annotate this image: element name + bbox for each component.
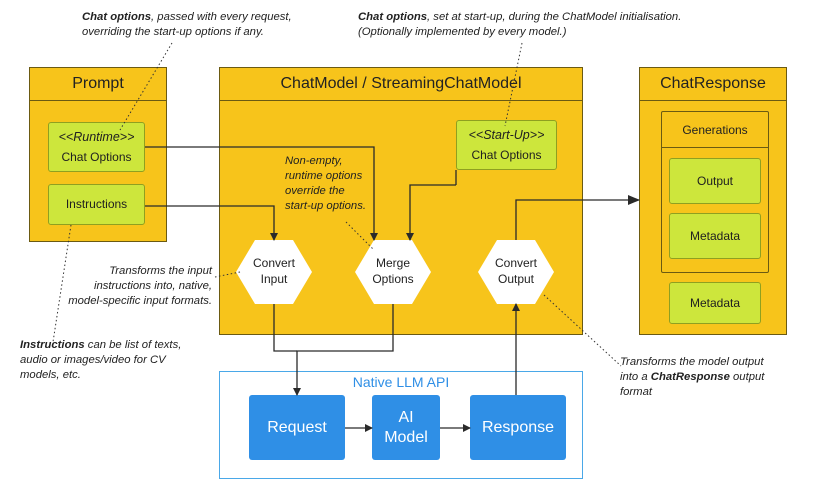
response-metadata-label: Metadata xyxy=(689,295,741,310)
runtime-stereotype: <<Runtime>> xyxy=(58,129,135,144)
startup-chat-options-label: Chat Options xyxy=(471,147,542,162)
startup-stereotype: <<Start-Up>> xyxy=(468,127,545,142)
note-top-left-line2: overriding the start-up options if any. xyxy=(82,25,264,38)
note-instructions: Instructions can be list of texts, audio… xyxy=(20,338,220,383)
convert-output-label: Convert Output xyxy=(478,240,554,304)
note-transforms-input-line-3: model-specific input formats. xyxy=(68,294,212,307)
note-top-right-line2: (Optionally implemented by every model.) xyxy=(358,25,567,38)
instructions-label: Instructions xyxy=(65,197,128,212)
note-override-line-2: runtime options xyxy=(285,169,363,182)
convert-input-label: Convert Input xyxy=(236,240,312,304)
note-transforms-output-pre: into a xyxy=(620,370,651,383)
note-transforms-output-line3: format xyxy=(620,385,653,398)
generation-metadata-label: Metadata xyxy=(689,228,741,243)
response-box: Response xyxy=(470,395,566,460)
note-transforms-input-line-2: instructions into, native, xyxy=(93,279,212,292)
ai-model-label-2: Model xyxy=(384,428,428,446)
request-label: Request xyxy=(267,418,327,436)
note-transforms-output-line1: Transforms the model output xyxy=(620,356,764,368)
prompt-title: Prompt xyxy=(30,68,166,101)
note-override: Non-empty, runtime options override the … xyxy=(285,154,385,214)
generation-metadata-box: Metadata xyxy=(669,213,761,259)
convert-input-line-1: Convert xyxy=(252,256,296,271)
generations-box: Generations xyxy=(661,111,769,273)
note-top-left-line1: , passed with every request, xyxy=(151,11,292,23)
output-label: Output xyxy=(696,173,734,188)
instructions-box: Instructions xyxy=(48,184,145,225)
chatmodel-title: ChatModel / StreamingChatModel xyxy=(220,68,582,101)
note-top-left: Chat options, passed with every request,… xyxy=(82,10,322,40)
note-instructions-line2: audio or images/video for CV xyxy=(20,353,166,366)
note-transforms-input: Transforms the input instructions into, … xyxy=(46,264,212,309)
note-top-right: Chat options, set at start-up, during th… xyxy=(358,10,718,40)
convert-output-line-1: Convert xyxy=(494,256,538,271)
note-top-left-bold: Chat options xyxy=(82,11,152,23)
runtime-chat-options-label: Chat Options xyxy=(61,149,132,164)
startup-chat-options-box: <<Start-Up>> Chat Options xyxy=(456,120,557,170)
generations-title: Generations xyxy=(662,112,768,148)
runtime-chat-options-box: <<Runtime>> Chat Options xyxy=(48,122,145,172)
merge-options-line-2: Options xyxy=(372,272,414,286)
note-instructions-line3: models, etc. xyxy=(20,368,81,381)
merge-options-label: Merge Options xyxy=(355,240,431,304)
note-override-line-3: override the xyxy=(285,184,345,197)
note-instructions-bold: Instructions xyxy=(20,339,85,351)
response-metadata-box: Metadata xyxy=(669,282,761,324)
convert-input-line-2: Input xyxy=(260,272,288,286)
note-instructions-line1: can be list of texts, xyxy=(84,339,182,351)
note-transforms-output: Transforms the model output into a ChatR… xyxy=(620,355,810,400)
chatresponse-title: ChatResponse xyxy=(640,68,786,101)
ai-model-label-1: AI xyxy=(398,408,414,426)
ai-model-box: AI Model xyxy=(372,395,440,460)
note-override-line-4: start-up options. xyxy=(285,199,367,212)
merge-options-line-1: Merge xyxy=(375,256,410,271)
note-top-right-line1: , set at start-up, during the ChatModel … xyxy=(427,11,682,23)
note-transforms-output-bold: ChatResponse xyxy=(650,370,730,383)
native-api-title: Native LLM API xyxy=(352,374,450,390)
note-transforms-output-post: output xyxy=(729,370,765,383)
note-transforms-input-line-1: Transforms the input xyxy=(109,265,212,277)
note-top-right-bold: Chat options xyxy=(358,11,428,23)
note-override-line-1: Non-empty, xyxy=(285,155,343,167)
convert-output-line-2: Output xyxy=(497,272,535,286)
response-label: Response xyxy=(481,418,555,436)
output-box: Output xyxy=(669,158,761,204)
request-box: Request xyxy=(249,395,345,460)
